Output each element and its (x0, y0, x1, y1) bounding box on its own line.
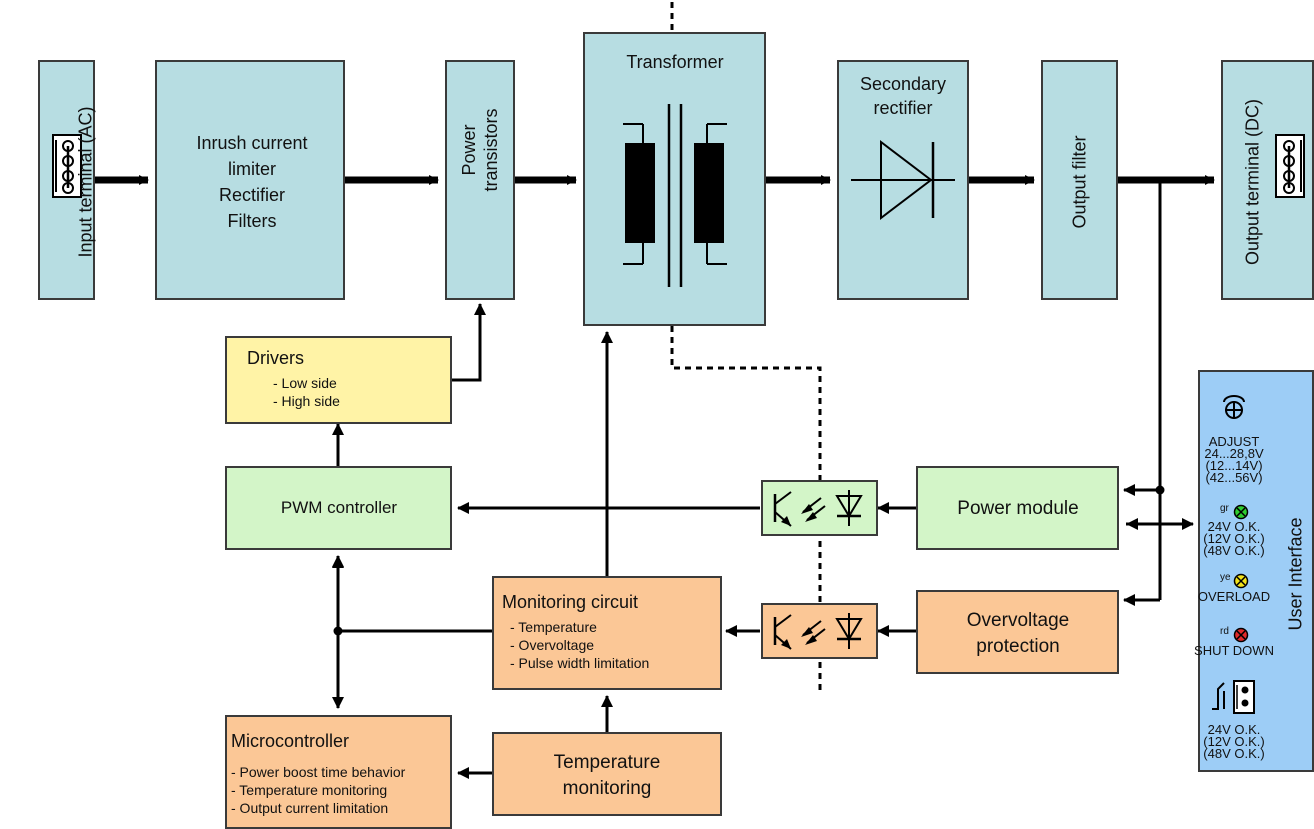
temperature-monitoring-label: Temperature monitoring (554, 750, 661, 802)
led-overload-text: OVERLOAD (1197, 589, 1271, 604)
optocoupler-lower (761, 603, 878, 659)
overvoltage-line-1: Overvoltage (966, 610, 1070, 631)
output-terminal-block: Output terminal (DC) (1221, 60, 1314, 300)
secondary-rectifier-label: Secondary rectifier (860, 72, 946, 120)
drivers-item-low-side: - Low side (273, 375, 337, 391)
optocoupler-upper (761, 480, 878, 536)
pwm-controller-block: PWM controller (225, 466, 452, 550)
inrush-line-1: Inrush current (196, 133, 308, 153)
power-transistors-label: Power transistors (458, 108, 502, 191)
temperature-line-1: Temperature (553, 752, 661, 773)
micro-item-temperature: - Temperature monitoring (231, 782, 388, 798)
overvoltage-protection-block: Overvoltage protection (916, 590, 1119, 674)
drivers-item-high-side: - High side (273, 393, 340, 409)
monitoring-circuit-block: Monitoring circuit - Temperature - Overv… (492, 576, 722, 690)
inrush-line-4: Filters (227, 211, 277, 231)
optocoupler-icon (773, 613, 863, 650)
microcontroller-list: - Power boost time behavior - Temperatur… (231, 763, 405, 817)
led-ok-line-3: (48V O.K.) (1203, 543, 1265, 558)
input-terminal-label: Input terminal (AC) (75, 106, 96, 258)
led-ok-icon (1233, 504, 1249, 520)
microcontroller-block: Microcontroller - Power boost time behav… (225, 715, 452, 829)
pwm-controller-label: PWM controller (280, 498, 398, 517)
junction-dots (333, 485, 1165, 636)
output-filter-block: Output filter (1041, 60, 1118, 300)
inrush-line-3: Rectifier (218, 185, 285, 205)
led-ok-line-1: 24V O.K. (1207, 519, 1261, 534)
overvoltage-line-2: protection (976, 636, 1060, 657)
led-shutdown-tag: rd (1220, 626, 1229, 637)
led-ok-tag: gr (1220, 503, 1229, 514)
output-filter-label: Output filter (1069, 135, 1090, 229)
ui-link-arrowhead-top (332, 556, 344, 568)
output-terminal-label: Output terminal (DC) (1242, 98, 1263, 266)
secondary-rectifier-block: Secondary rectifier (837, 60, 969, 300)
overvoltage-protection-label: Overvoltage protection (967, 608, 1069, 660)
transformer-block: Transformer (583, 32, 766, 326)
optocoupler-icon (773, 490, 863, 527)
led-overload-icon (1233, 573, 1249, 589)
micro-item-current-limit: - Output current limitation (231, 800, 389, 816)
monitoring-item-temperature: - Temperature (510, 619, 597, 635)
secondary-rectifier-line-2: rectifier (873, 98, 933, 118)
diode-icon (851, 139, 955, 221)
adjust-range-12v: (12...14V) (1205, 458, 1263, 473)
temperature-line-2: monitoring (562, 778, 652, 799)
power-transistors-line-2: transistors (481, 108, 501, 192)
temperature-monitoring-block: Temperature monitoring (492, 732, 722, 816)
inrush-line-2: limiter (228, 159, 276, 179)
monitoring-item-pulse-width: - Pulse width limitation (510, 655, 650, 671)
user-interface-label: User Interface (1285, 517, 1306, 631)
power-module-label: Power module (957, 498, 1079, 519)
led-shutdown-line-1: SHUT DOWN (1194, 643, 1274, 658)
relay-text: 24V O.K. (12V O.K.) (48V O.K.) (1203, 722, 1265, 761)
microcontroller-title: Microcontroller (231, 731, 350, 751)
led-shutdown-icon (1233, 627, 1249, 643)
led-ok-line-2: (12V O.K.) (1203, 531, 1265, 546)
adjust-range-48v: (42...56V) (1205, 470, 1263, 485)
monitoring-circuit-title: Monitoring circuit (502, 592, 639, 612)
potentiometer-icon (1223, 395, 1245, 419)
power-transistors-line-1: Power (459, 124, 479, 176)
monitoring-item-overvoltage: - Overvoltage (510, 637, 595, 653)
adjust-range-24v: 24...28,8V (1204, 446, 1264, 461)
monitoring-circuit-list: - Temperature - Overvoltage - Pulse widt… (510, 618, 649, 672)
drivers-title: Drivers (247, 348, 304, 368)
led-shutdown-text: SHUT DOWN (1194, 643, 1274, 658)
led-overload-line-1: OVERLOAD (1197, 589, 1271, 604)
control-signal-paths (332, 180, 1194, 779)
inrush-rectifier-block: Inrush current limiter Rectifier Filters (155, 60, 345, 300)
relay-line-2: (12V O.K.) (1203, 734, 1265, 749)
relay-contact-icon (1212, 680, 1255, 714)
relay-line-3: (48V O.K.) (1203, 746, 1265, 761)
adjust-label: ADJUST (1208, 434, 1260, 449)
user-interface-panel: User Interface ADJUST 24...28,8V (12...1… (1194, 370, 1314, 772)
drivers-list: - Low side - High side (273, 374, 340, 410)
micro-item-power-boost: - Power boost time behavior (231, 764, 406, 780)
terminal-block-icon (1275, 134, 1305, 198)
drivers-block: Drivers - Low side - High side (225, 336, 452, 424)
inrush-label: Inrush current limiter Rectifier Filters (196, 130, 307, 234)
terminal-block-icon (52, 134, 82, 198)
power-transistors-block: Power transistors (445, 60, 515, 300)
led-ok-text: 24V O.K. (12V O.K.) (48V O.K.) (1203, 519, 1265, 558)
secondary-rectifier-line-1: Secondary (859, 74, 947, 94)
power-module-block: Power module (916, 466, 1119, 550)
adjust-text: ADJUST 24...28,8V (12...14V) (42...56V) (1204, 434, 1264, 485)
ui-link-arrowhead (1126, 518, 1138, 530)
led-overload-tag: ye (1220, 572, 1231, 583)
transformer-icon (623, 104, 727, 287)
relay-line-1: 24V O.K. (1207, 722, 1261, 737)
transformer-label: Transformer (626, 52, 724, 72)
isolation-barrier-line (670, 2, 822, 690)
input-terminal-block: Input terminal (AC) (38, 60, 96, 300)
